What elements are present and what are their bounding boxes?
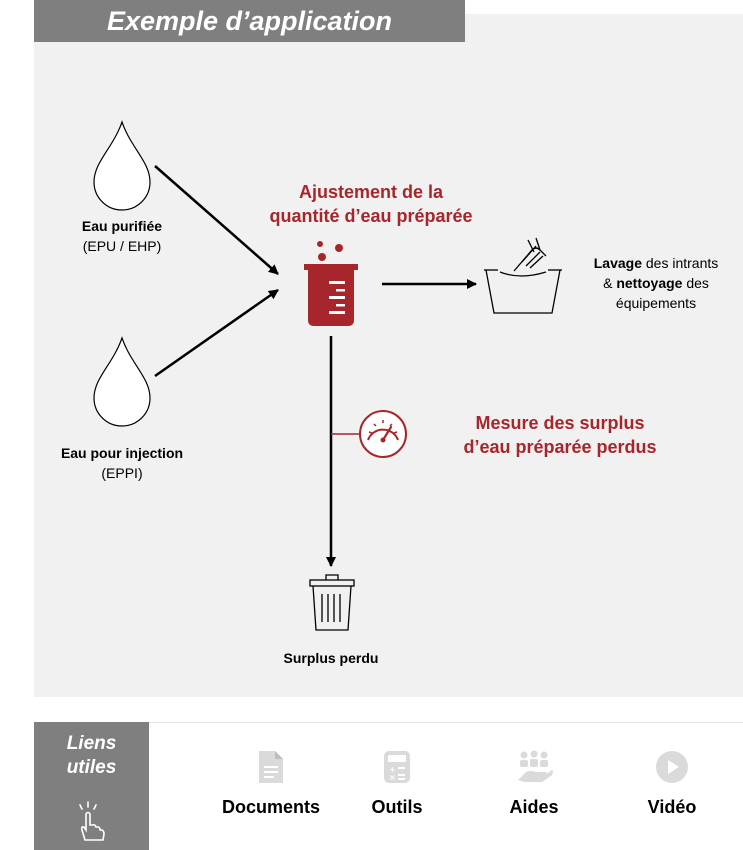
beaker-icon xyxy=(304,241,358,326)
play-icon xyxy=(656,751,688,783)
pointing-hand-icon xyxy=(79,801,105,841)
water-drop-icon xyxy=(93,336,151,427)
document-icon xyxy=(259,751,283,783)
gauge-icon xyxy=(359,410,407,458)
page-title: Exemple d’application xyxy=(34,0,465,42)
useful-links-title-line: Liens xyxy=(66,733,117,754)
washing-bold: nettoyage xyxy=(616,275,683,291)
links-divider xyxy=(149,722,743,723)
link-video[interactable]: Vidéo xyxy=(622,750,722,818)
trash-bin-icon xyxy=(309,574,355,631)
link-label: Outils xyxy=(371,797,423,817)
adjustment-label: Ajustement de la quantité d’eau préparée xyxy=(241,180,501,228)
link-label: Documents xyxy=(221,797,320,817)
diagram-panel xyxy=(34,14,743,697)
svg-text:×: × xyxy=(389,773,396,782)
washing-text: des xyxy=(682,275,709,291)
washing-text: des intrants xyxy=(641,255,719,271)
calculator-icon: + × xyxy=(384,751,410,783)
washing-text: équipements xyxy=(615,295,697,311)
washing-hands-icon xyxy=(484,237,562,314)
adjustment-line2: quantité d’eau préparée xyxy=(269,206,473,226)
flow-arrow xyxy=(154,165,279,275)
adjustment-line1: Ajustement de la xyxy=(298,182,444,202)
link-label: Vidéo xyxy=(647,797,697,817)
loss-label: Surplus perdu xyxy=(283,650,379,666)
water-drop-icon xyxy=(93,120,151,211)
useful-links-title: Liens utiles xyxy=(34,732,149,780)
washing-text: & xyxy=(603,275,617,291)
measure-label: Mesure des surplus d’eau préparée perdus xyxy=(425,411,695,459)
source-label-purified: Eau purifiée (EPU / EHP) xyxy=(40,216,204,256)
source-detail: (EPU / EHP) xyxy=(82,238,162,254)
link-tools[interactable]: + × Outils xyxy=(352,750,442,818)
measure-line2: d’eau préparée perdus xyxy=(463,437,657,457)
useful-links-box: Liens utiles xyxy=(34,722,149,850)
source-detail: (EPPI) xyxy=(101,465,143,481)
link-documents[interactable]: Documents xyxy=(205,750,337,818)
flow-arrow xyxy=(154,288,279,378)
source-name: Eau purifiée xyxy=(81,218,163,234)
washing-label: Lavage des intrants & nettoyage des équi… xyxy=(566,253,743,313)
svg-text:+: + xyxy=(389,765,396,774)
useful-links-title-line: utiles xyxy=(66,757,117,778)
helping-hands-icon xyxy=(518,750,553,782)
measure-line1: Mesure des surplus xyxy=(475,413,645,433)
link-label: Aides xyxy=(509,797,559,817)
link-aids[interactable]: Aides xyxy=(499,750,569,818)
source-name: Eau pour injection xyxy=(60,445,184,461)
washing-bold: Lavage xyxy=(593,255,642,271)
source-label-injection: Eau pour injection (EPPI) xyxy=(30,443,214,483)
flow-diagram xyxy=(93,120,562,631)
